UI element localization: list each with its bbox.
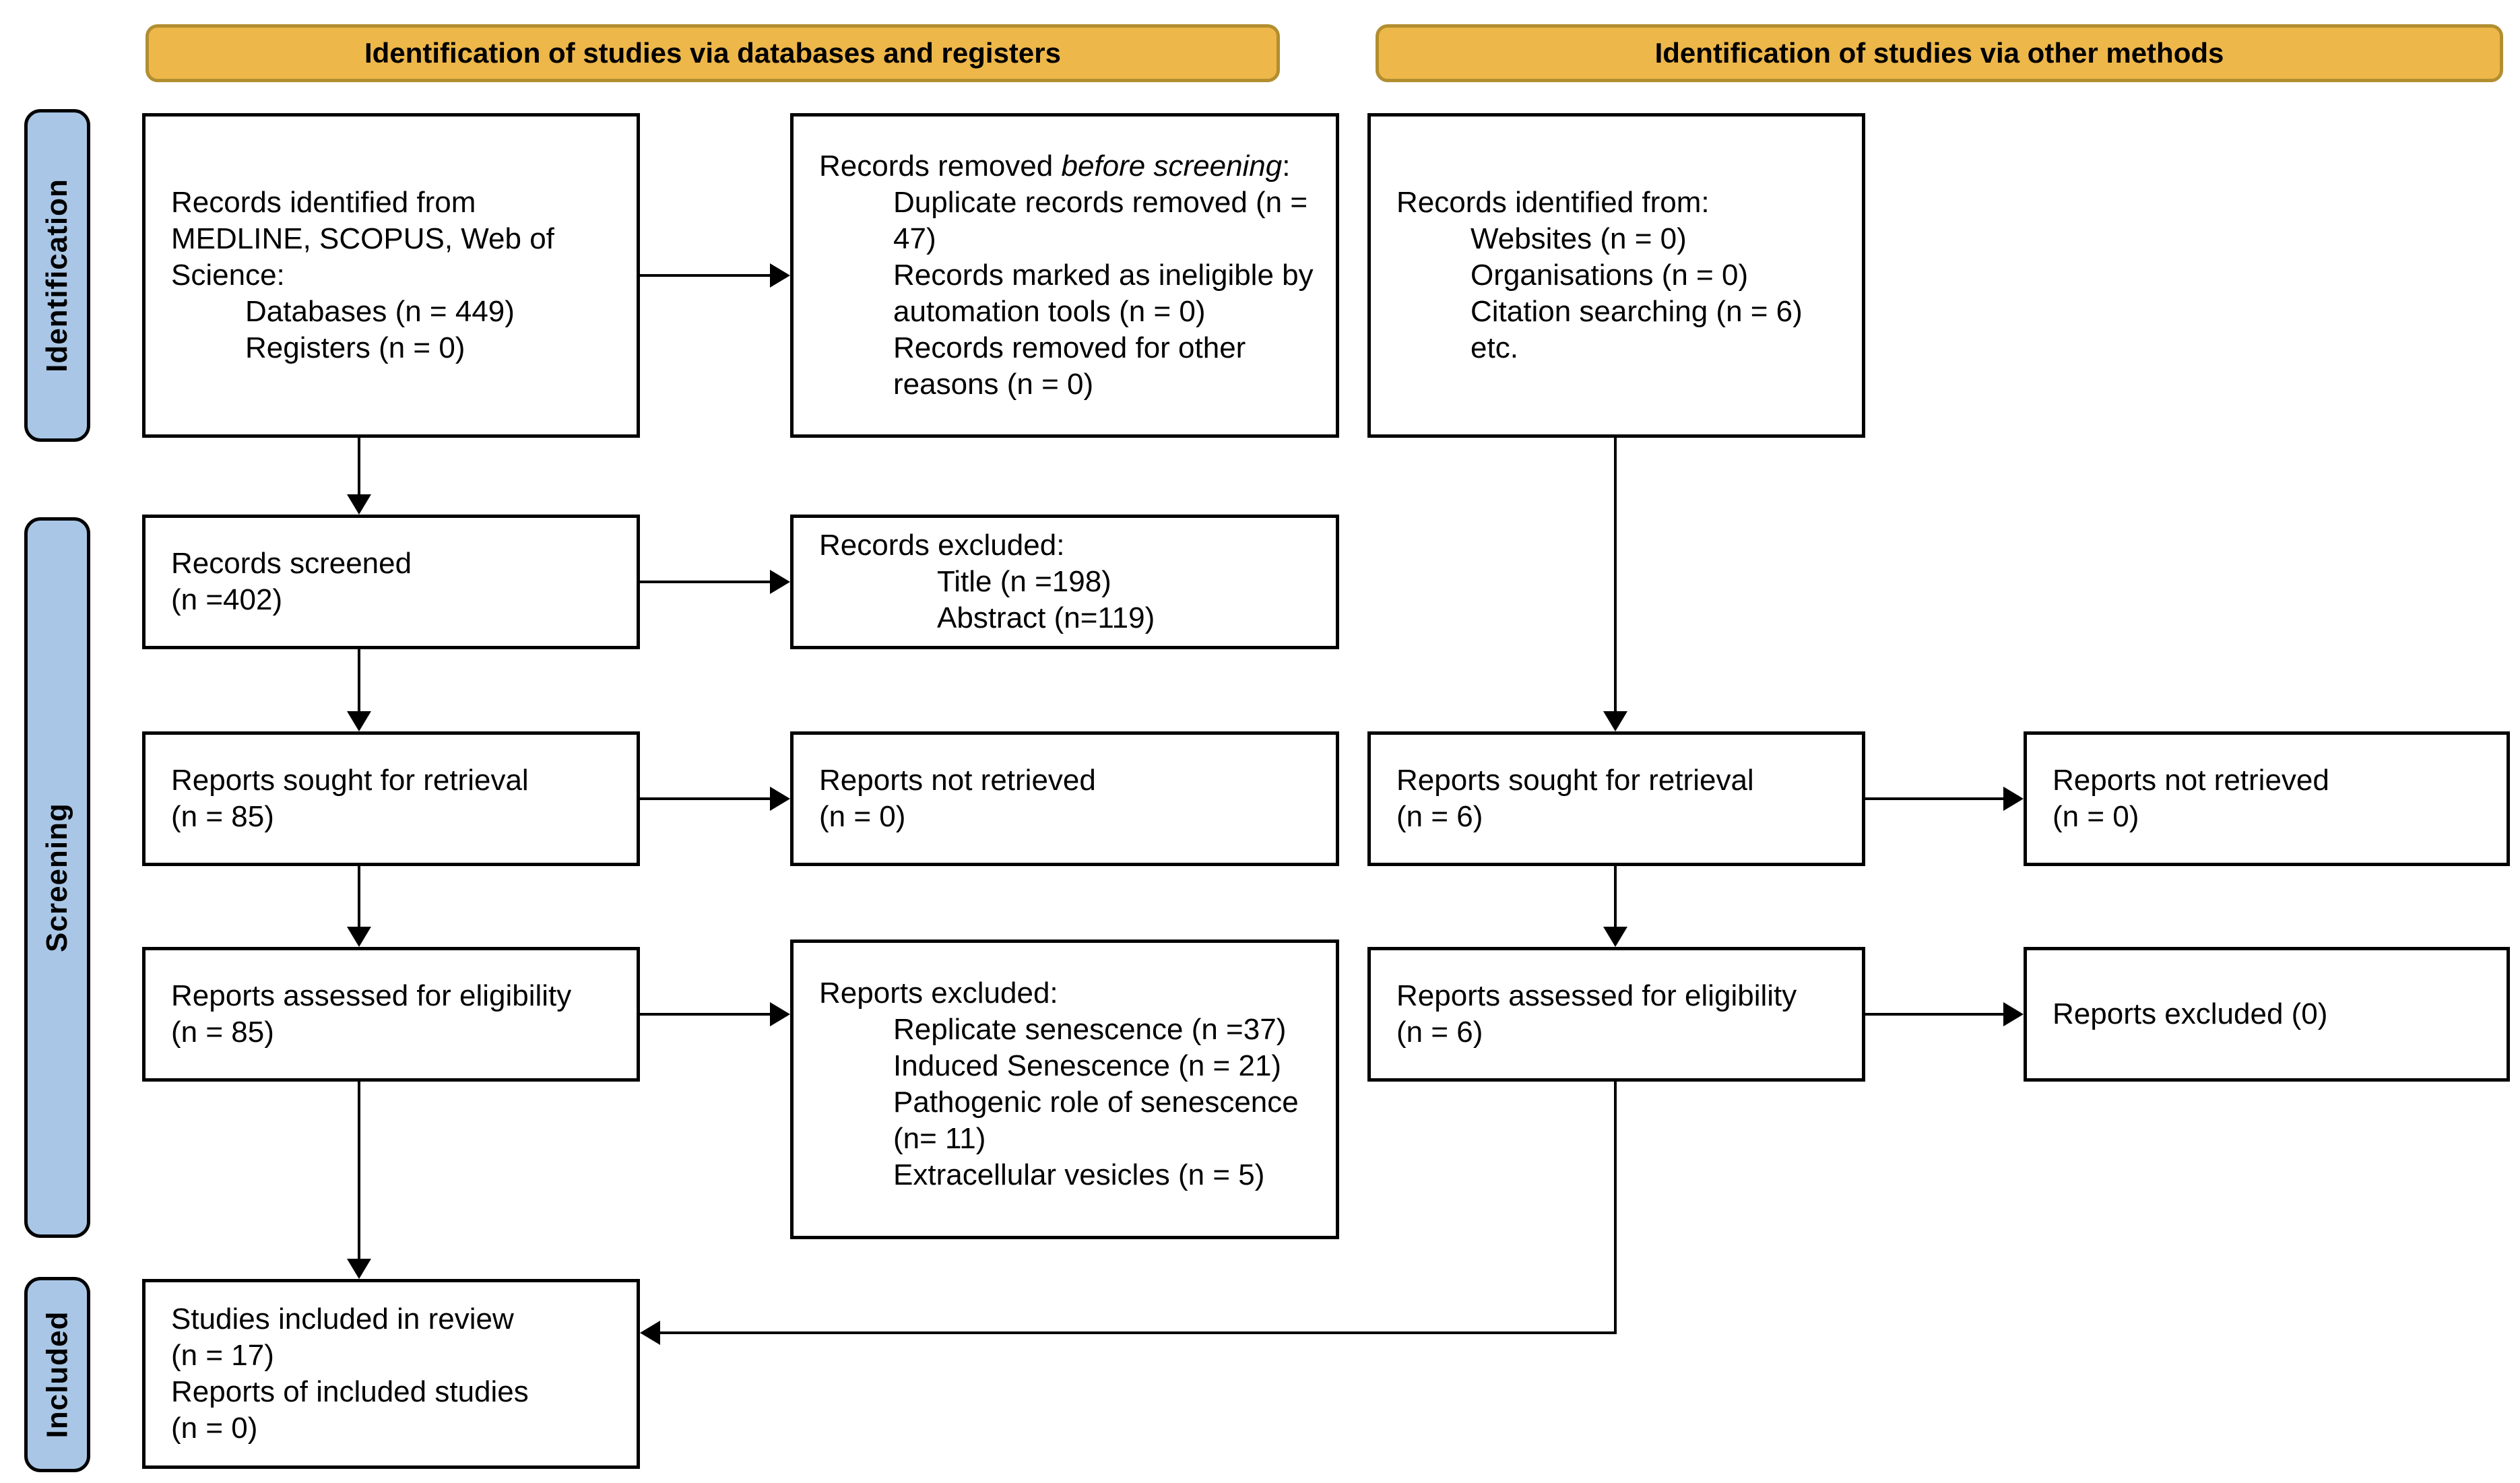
box-text-line: Records removed before screening: — [819, 150, 1291, 183]
box-reports-assessed-databases: Reports assessed for eligibility (n = 85) — [142, 947, 640, 1082]
box-records-excluded: Records excluded:Title (n =198)Abstract … — [790, 515, 1339, 649]
arrowhead-right-icon — [2003, 1002, 2024, 1026]
box-text-line: Registers (n = 0) — [245, 331, 465, 364]
box-reports-assessed-other: Reports assessed for eligibility (n = 6) — [1367, 947, 1865, 1082]
box-text-line: Pathogenic role of senescence — [893, 1086, 1299, 1119]
box-reports-excluded-other: Reports excluded (0) — [2024, 947, 2510, 1082]
box-text-line: MEDLINE, SCOPUS, Web of — [171, 222, 554, 255]
box-text-line: Reports sought for retrieval — [1396, 764, 1754, 797]
box-text-line: Reports not retrieved — [2053, 764, 2329, 797]
stage-screening-label: Screening — [40, 803, 73, 952]
box-text-line: 47) — [893, 222, 936, 255]
box-text-line: Websites (n = 0) — [1471, 222, 1687, 255]
arrow-other-sought-to-assessed — [1614, 866, 1617, 928]
box-text-line: Reports not retrieved — [819, 764, 1096, 797]
arrow-identified-to-removed — [640, 274, 770, 277]
box-text-line: (n= 11) — [893, 1122, 986, 1155]
stage-identification-label: Identification — [40, 178, 73, 372]
banner-databases-label: Identification of studies via databases … — [364, 37, 1061, 69]
box-text-line: Induced Senescence (n = 21) — [893, 1049, 1282, 1082]
arrow-identified-to-screened — [358, 438, 360, 496]
arrowhead-down-icon — [347, 927, 371, 947]
box-text-line: (n = 0) — [819, 800, 906, 833]
box-text-line: (n = 17) — [171, 1339, 274, 1372]
box-records-identified-other: Records identified from:Websites (n = 0)… — [1367, 113, 1865, 438]
box-text-line: Reports of included studies — [171, 1375, 529, 1408]
box-reports-not-retrieved-databases: Reports not retrieved(n = 0) — [790, 731, 1339, 866]
arrowhead-down-icon — [347, 711, 371, 731]
box-text-line: Records excluded: — [819, 529, 1065, 562]
arrow-assessed-db-to-excluded — [640, 1013, 770, 1016]
stage-identification: Identification — [24, 109, 90, 442]
arrow-sought-db-to-notretrieved — [640, 797, 770, 800]
arrowhead-right-icon — [770, 787, 790, 811]
box-text-line: Records identified from — [171, 186, 476, 219]
box-text-line: (n =402) — [171, 583, 283, 616]
box-text-line: (n = 6) — [1396, 800, 1483, 833]
box-reports-sought-databases: Reports sought for retrieval(n = 85) — [142, 731, 640, 866]
box-text-line: Reports assessed for eligibility — [1396, 979, 1797, 1012]
banner-databases-registers: Identification of studies via databases … — [146, 24, 1280, 82]
stage-included-label: Included — [40, 1311, 73, 1439]
arrow-other-identified-to-sought — [1614, 438, 1617, 713]
box-text-line: (n = 0) — [2053, 800, 2139, 833]
box-text-line: Replicate senescence (n =37) — [893, 1013, 1287, 1046]
arrow-sought-other-to-notretrieved — [1865, 797, 2003, 800]
arrowhead-down-icon — [1603, 927, 1627, 947]
box-records-screened: Records screened(n =402) — [142, 515, 640, 649]
box-records-removed-before-screening: Records removed before screening:Duplica… — [790, 113, 1339, 438]
box-text-line: (n = 6) — [1396, 1016, 1483, 1049]
box-text-line: automation tools (n = 0) — [893, 295, 1206, 328]
arrowhead-down-icon — [1603, 711, 1627, 731]
banner-other-methods: Identification of studies via other meth… — [1376, 24, 2503, 82]
box-text-line: (n = 85) — [171, 800, 274, 833]
box-text-line: Studies included in review — [171, 1303, 514, 1336]
box-studies-included: Studies included in review(n = 17)Report… — [142, 1279, 640, 1469]
box-text-line: reasons (n = 0) — [893, 368, 1094, 401]
stage-included: Included — [24, 1277, 90, 1472]
box-text-line: Reports assessed for eligibility — [171, 979, 572, 1012]
box-text-line: Title (n =198) — [937, 565, 1111, 598]
box-text-line: (n = 0) — [171, 1412, 258, 1445]
arrowhead-right-icon — [770, 263, 790, 288]
arrowhead-right-icon — [2003, 787, 2024, 811]
box-text-line: Records removed for other — [893, 331, 1246, 364]
connector-other-assessed-down — [1614, 1082, 1617, 1334]
box-text-line: Reports sought for retrieval — [171, 764, 529, 797]
box-text-line: Organisations (n = 0) — [1471, 259, 1749, 292]
arrow-screened-to-excluded — [640, 581, 770, 583]
arrow-assessed-other-to-excluded — [1865, 1013, 2003, 1016]
box-text-line: Abstract (n=119) — [937, 601, 1155, 634]
box-text-line: Databases (n = 449) — [245, 295, 515, 328]
box-text-line: Citation searching (n = 6) — [1471, 295, 1803, 328]
arrowhead-left-icon — [640, 1321, 660, 1345]
box-text-line: (n = 85) — [171, 1016, 274, 1049]
box-text-line: Reports excluded (0) — [2053, 997, 2328, 1030]
box-reports-sought-other: Reports sought for retrieval(n = 6) — [1367, 731, 1865, 866]
box-text-line: Records marked as ineligible by — [893, 259, 1314, 292]
box-text-line: etc. — [1471, 331, 1518, 364]
arrowhead-right-icon — [770, 1002, 790, 1026]
arrow-sought-to-assessed — [358, 866, 360, 928]
box-text-line: Duplicate records removed (n = — [893, 186, 1308, 219]
box-text-line: Reports excluded: — [819, 977, 1058, 1010]
box-text-line: Extracellular vesicles (n = 5) — [893, 1158, 1265, 1191]
arrow-assessed-to-included — [358, 1082, 360, 1260]
box-text-line: Records identified from: — [1396, 186, 1710, 219]
box-reports-not-retrieved-other: Reports not retrieved(n = 0) — [2024, 731, 2510, 866]
connector-other-assessed-left — [659, 1331, 1617, 1334]
banner-other-label: Identification of studies via other meth… — [1654, 37, 2224, 69]
arrowhead-right-icon — [770, 570, 790, 594]
stage-screening: Screening — [24, 517, 90, 1238]
box-text-line: Records screened — [171, 547, 412, 580]
box-reports-excluded-reasons: Reports excluded:Replicate senescence (n… — [790, 940, 1339, 1239]
arrow-screened-to-sought — [358, 649, 360, 713]
arrowhead-down-icon — [347, 1259, 371, 1279]
arrowhead-down-icon — [347, 494, 371, 515]
box-text-line: Science: — [171, 259, 285, 292]
